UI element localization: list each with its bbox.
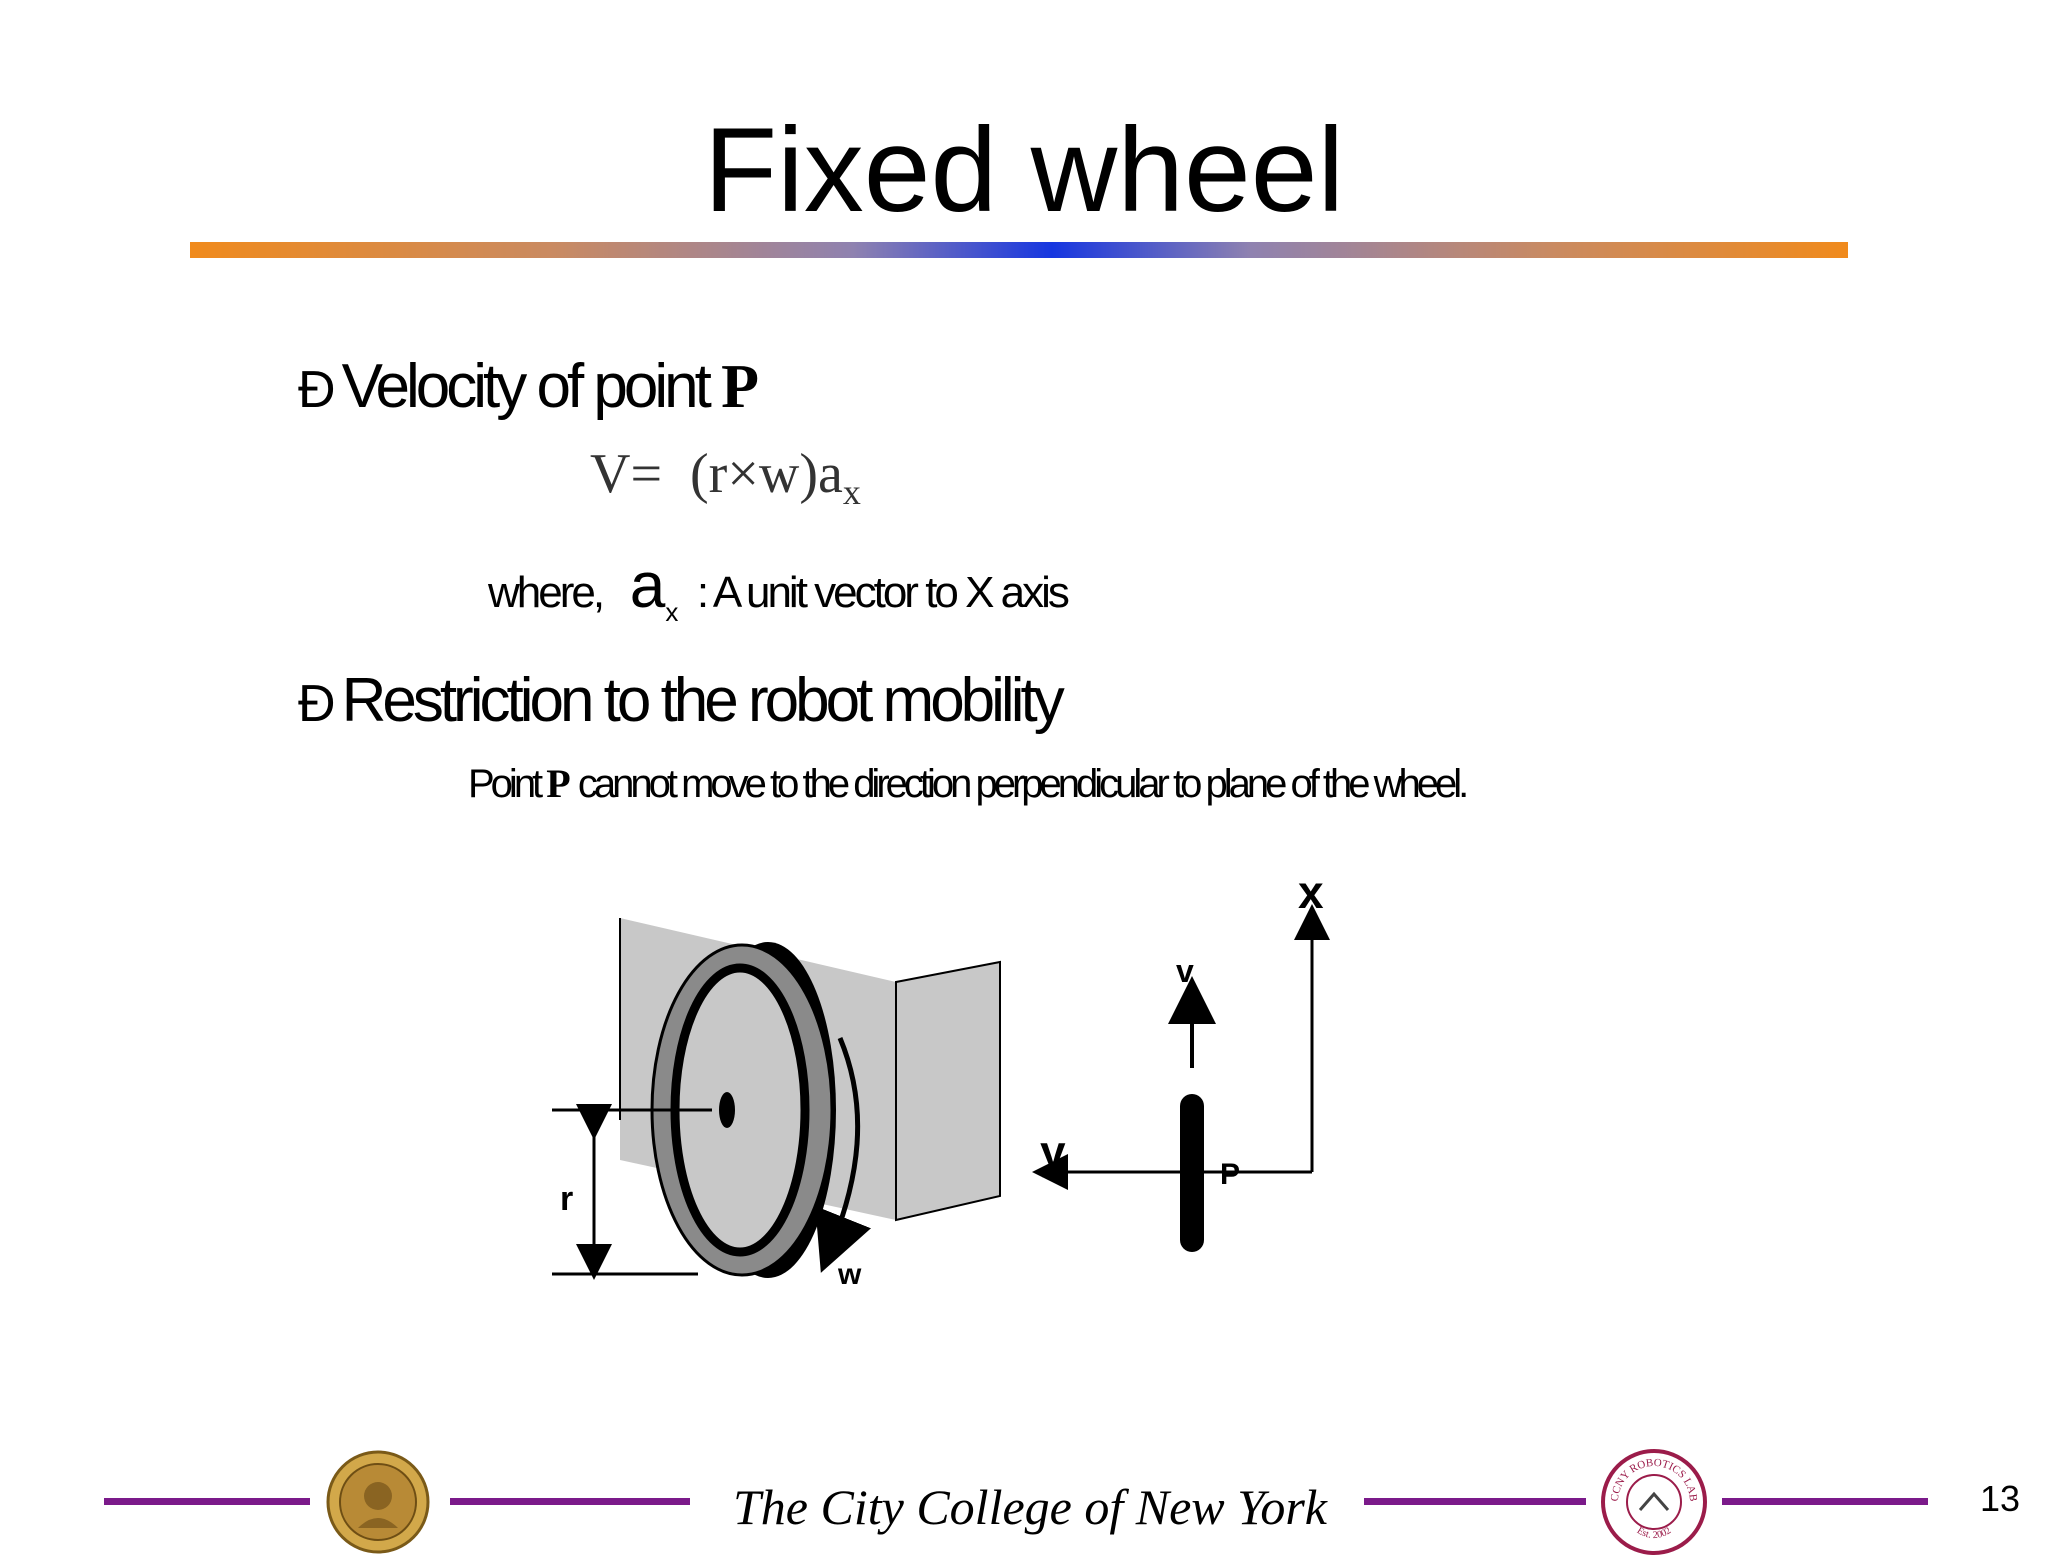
- restriction-detail: Point P cannot move to the direction per…: [468, 760, 1469, 807]
- wheel-assembly: r w: [552, 918, 1001, 1291]
- bullet-velocity: ÐVelocity of point P: [298, 352, 759, 425]
- footer-institution: The City College of New York: [733, 1479, 1327, 1535]
- ccny-seal-icon: [326, 1450, 430, 1554]
- point-p-symbol-2: P: [546, 761, 571, 806]
- bullet-restriction: ÐRestriction to the robot mobility: [298, 666, 1065, 739]
- title-divider: [190, 242, 1848, 258]
- ax-letter: a: [629, 549, 666, 621]
- point-p-label: P: [1220, 1158, 1240, 1191]
- formula-rhs: (r×w)a: [690, 443, 843, 505]
- wheel-side-profile: [1180, 1094, 1204, 1252]
- y-axis-label: y: [1040, 1126, 1066, 1178]
- fixed-wheel-diagram: r w x y v P: [552, 866, 1330, 1291]
- formula-subscript: x: [842, 472, 861, 513]
- page-number: 13: [1980, 1478, 2021, 1519]
- where-line: where, ax : A unit vector to X axis: [488, 548, 1070, 628]
- slide-title: Fixed wheel: [703, 103, 1345, 237]
- footer-line-3: [1364, 1498, 1586, 1505]
- restriction-post: cannot move to the direction perpendicul…: [577, 762, 1469, 806]
- bullet-velocity-text: Velocity of point: [341, 352, 712, 421]
- formula-lhs: V=: [590, 443, 663, 505]
- velocity-formula: V= (r×w)ax: [590, 442, 861, 513]
- where-prefix: where,: [488, 568, 605, 617]
- footer-line-4: [1722, 1498, 1928, 1505]
- x-axis-label: x: [1298, 866, 1324, 918]
- bullet-mark: Ð: [298, 675, 336, 733]
- radius-label: r: [560, 1180, 573, 1218]
- restriction-pre: Point: [468, 762, 543, 806]
- wheel-top-view: x y v P: [1032, 866, 1330, 1252]
- rotation-arrow: [815, 1037, 871, 1273]
- velocity-label: v: [1176, 953, 1194, 989]
- bullet-restriction-text: Restriction to the robot mobility: [341, 666, 1065, 735]
- footer-line-1: [104, 1498, 310, 1505]
- point-p-symbol: P: [721, 353, 759, 421]
- ax-symbol: ax: [629, 549, 679, 627]
- bullet-mark: Ð: [298, 361, 336, 419]
- ax-subscript: x: [665, 596, 679, 627]
- angular-velocity-label: w: [837, 1258, 862, 1291]
- robotics-lab-seal-icon: CCNY ROBOTICS LAB Est. 2002: [1601, 1449, 1707, 1555]
- footer-line-2: [450, 1498, 690, 1505]
- where-description: : A unit vector to X axis: [696, 568, 1070, 617]
- mounting-plate-side: [895, 960, 1001, 1222]
- wheel-axle: [719, 1092, 735, 1128]
